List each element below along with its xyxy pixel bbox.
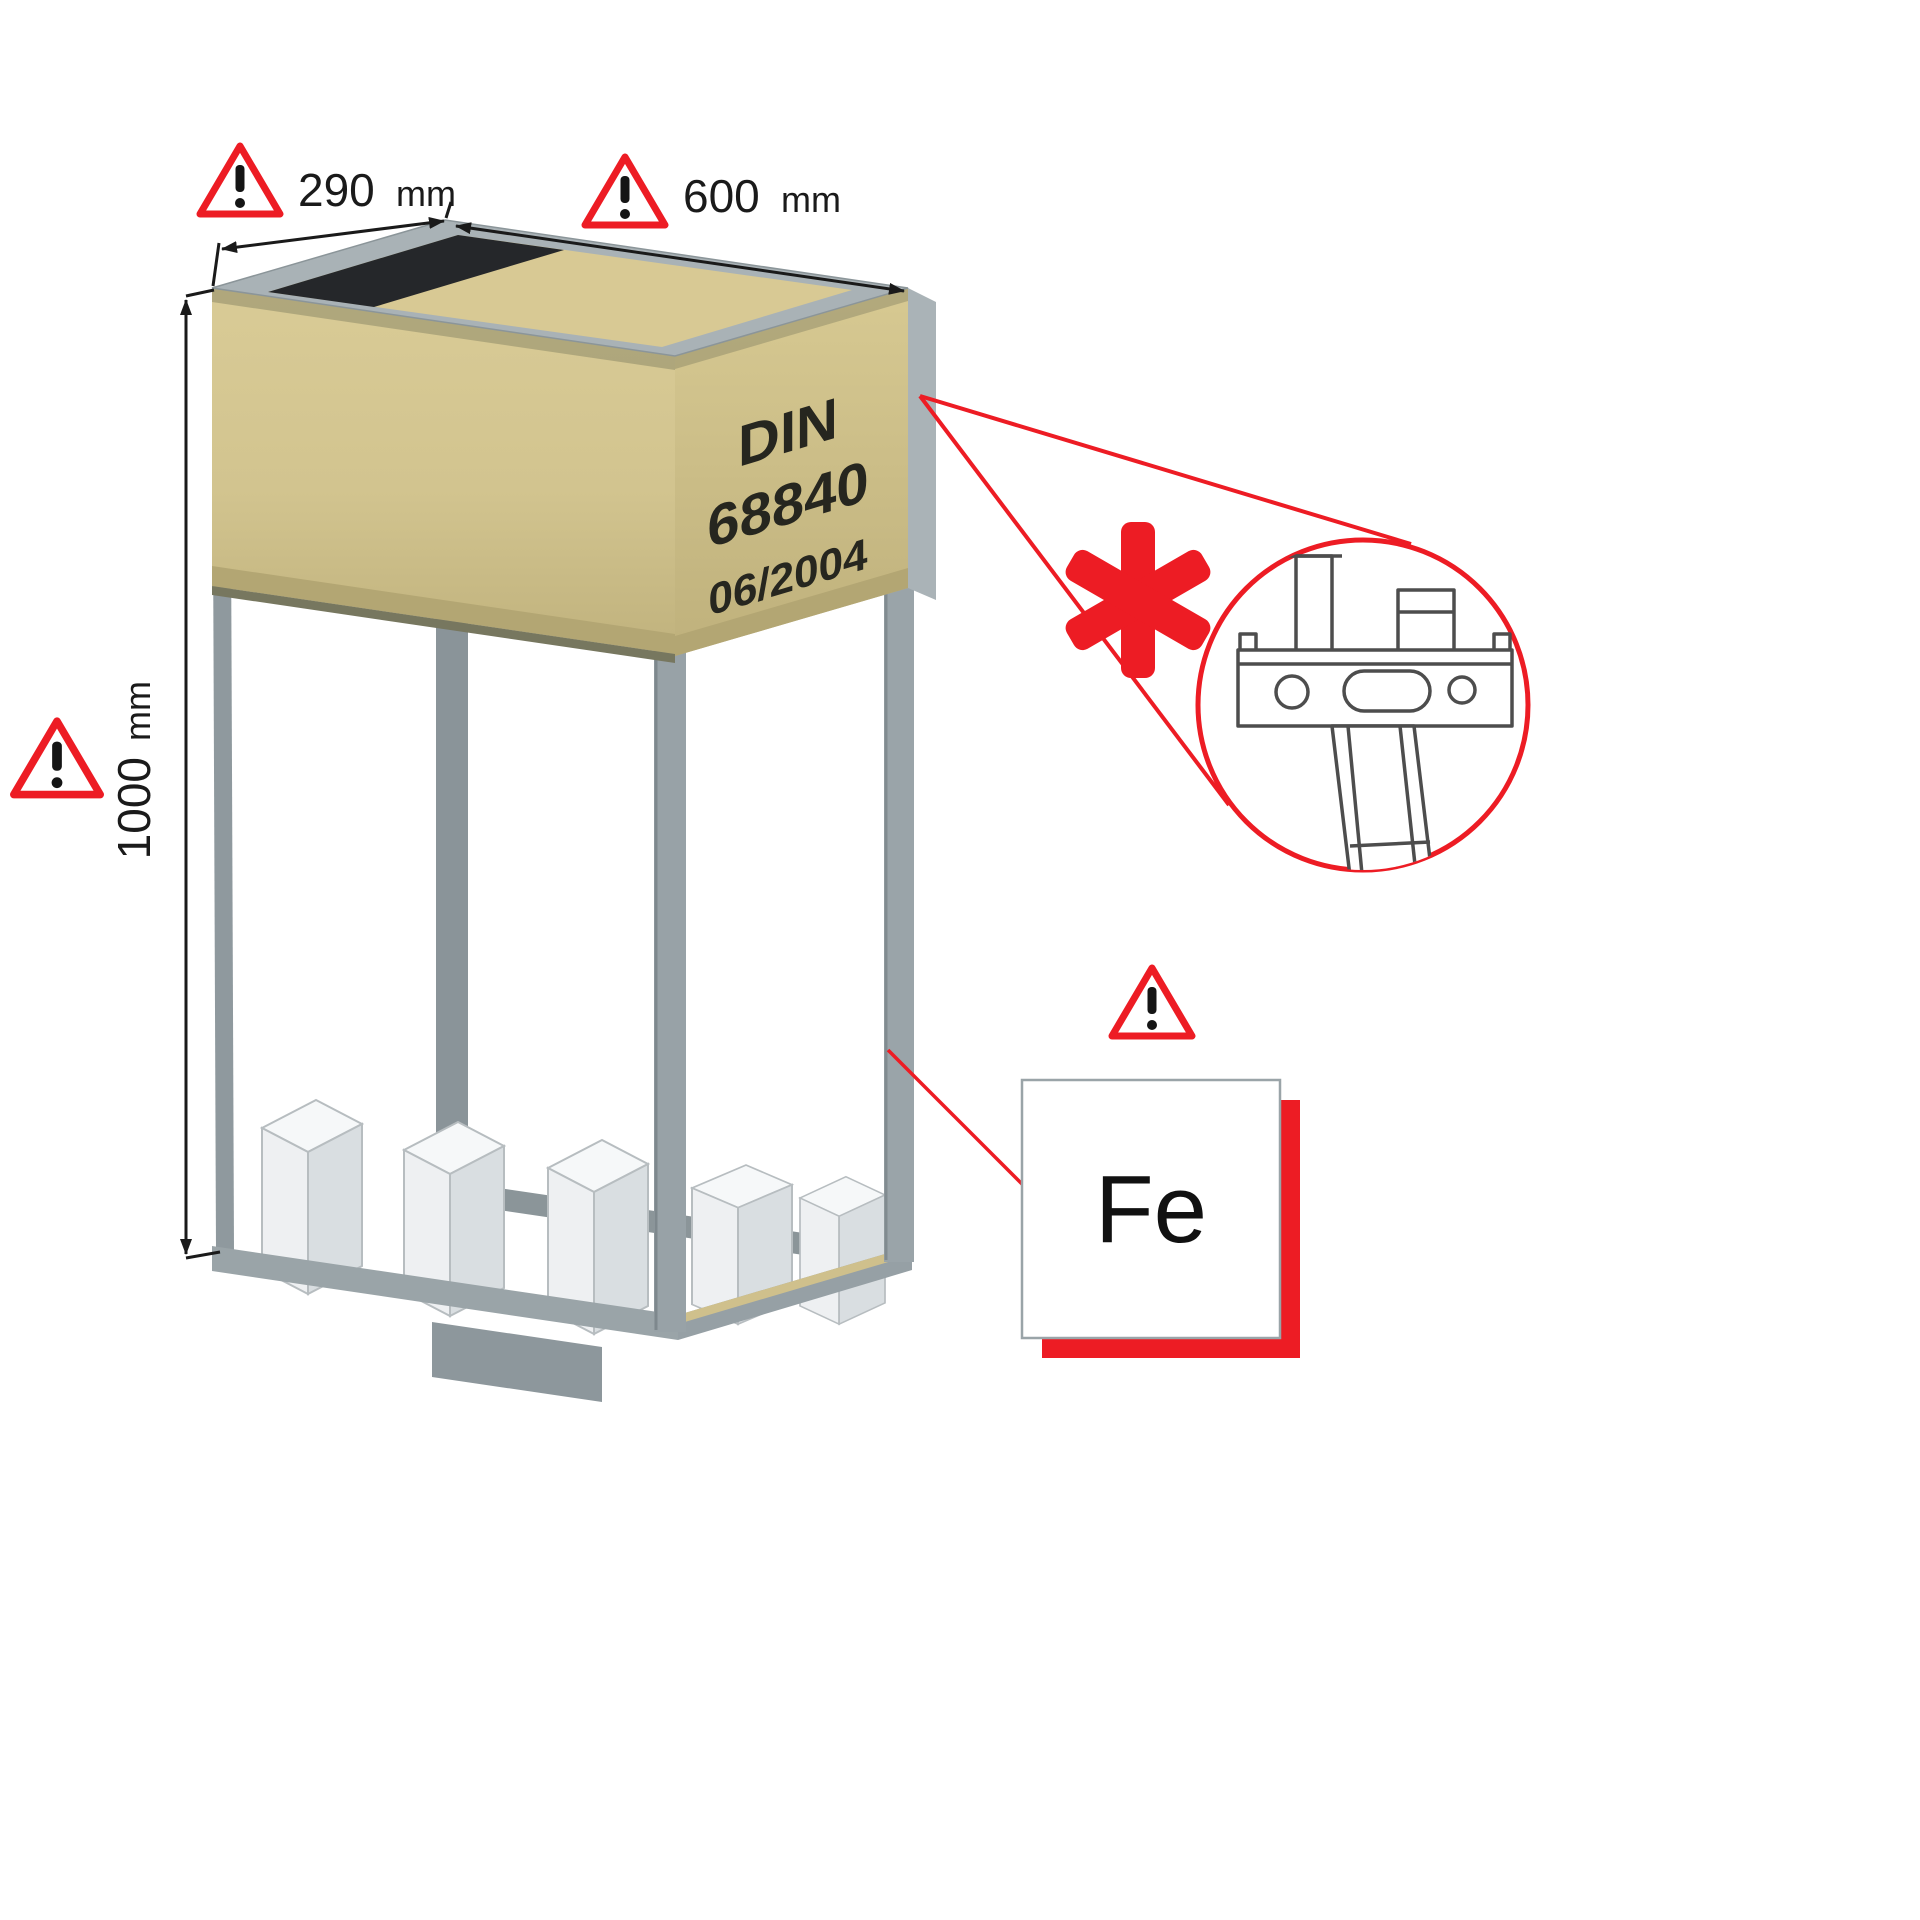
clip-slot [1342,669,1432,713]
warning-icon [200,146,280,214]
callout-detail [918,394,1531,873]
fe-symbol: Fe [1095,1156,1207,1263]
rail-clip-drawing [1236,554,1514,870]
dimension-arrow [455,222,905,295]
warning-icon [1112,968,1192,1036]
fe-box [1020,1078,1282,1340]
dim-290-value: 290 [298,164,375,216]
dimension-width-290 [211,201,453,287]
frame-rail-tan-strip [678,1246,912,1324]
panel-right [675,288,908,656]
extension-line [185,288,215,298]
clip-hole-right [1447,675,1477,705]
dim-600-value: 600 [683,170,760,222]
dim-600-unit: mm [781,179,841,220]
dimension-depth-600 [455,222,905,295]
dimension-arrow [221,216,445,254]
panel-front [212,288,675,654]
clip-hole-left [1274,674,1310,710]
callout-line-lower [918,394,1231,807]
dim-1000-label: 1000 mm [108,681,160,859]
extension-line [444,201,453,219]
warning-icon [585,157,665,225]
asterisk-icon [1065,522,1211,678]
frame-rail-bottom-front-left [212,1246,678,1340]
warning-icon [14,721,100,794]
clip-back-tab [1294,554,1334,654]
extension-line [185,1250,221,1260]
clip-strap-foot [1349,840,1431,848]
clip-strap-line [1398,725,1418,870]
fe-material-box: Fe [1020,1078,1300,1358]
support-block [799,1175,886,1326]
panel-front-top-shadow [212,288,675,370]
clip-strap-line [1346,725,1364,870]
clip-spring-tab [1396,588,1456,656]
dimension-height-1000 [180,288,221,1260]
dim-1000-unit: mm [117,681,158,741]
dim-290-unit: mm [396,173,456,214]
panel-right-side-strip [908,288,936,600]
foot-block [432,1322,602,1402]
panel-front-bottom-edge [212,566,675,654]
extension-line [211,242,221,287]
frame-structure: DIN 68840 06/2004 [211,219,936,1402]
fe-callout-line [886,1048,1034,1196]
callout-line-upper [919,394,1412,546]
panel-front-underside [212,586,675,663]
clip-strap [1330,724,1434,870]
panel-right-bottom-edge [675,568,908,656]
dim-1000-value: 1000 [108,757,160,859]
panel-right-top-shadow [675,288,908,369]
